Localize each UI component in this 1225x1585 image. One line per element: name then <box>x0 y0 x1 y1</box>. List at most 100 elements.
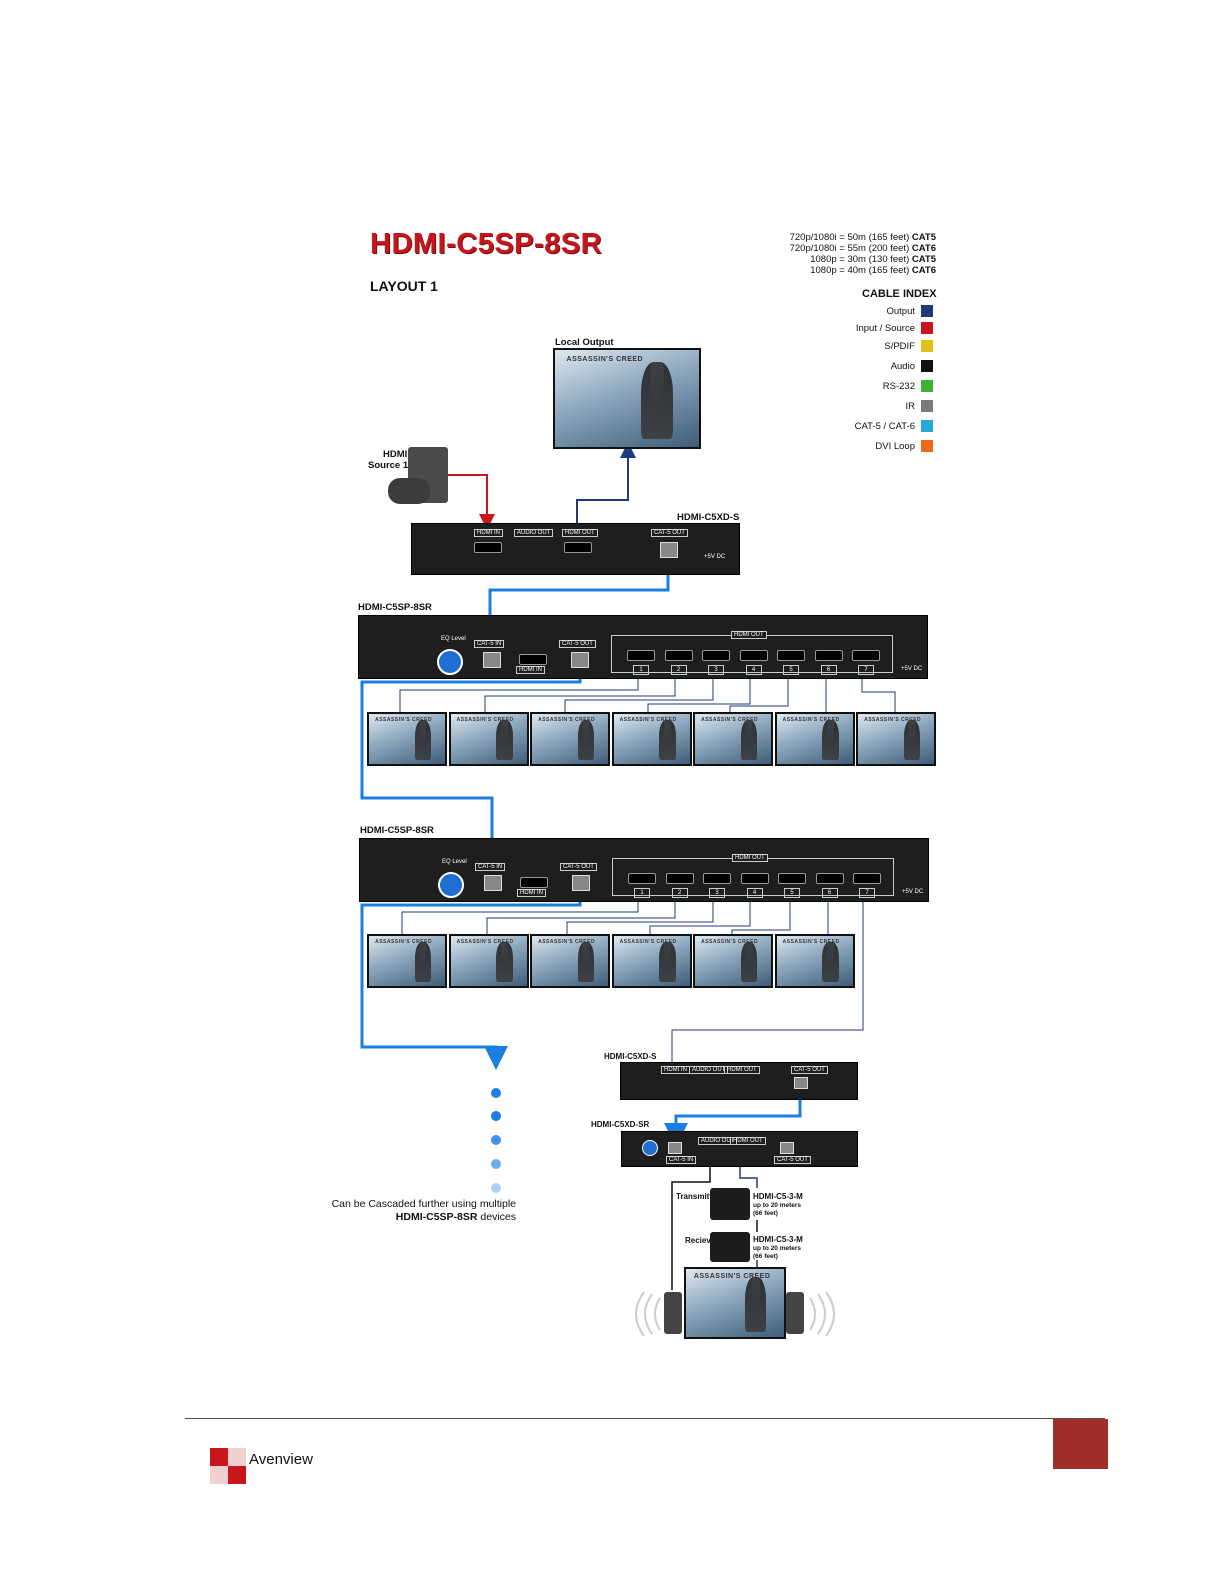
hdmi-out-port <box>740 873 769 884</box>
audio-out-label: AUDIO OUT <box>698 1137 738 1145</box>
output-tv: ASSASSIN'S CREED <box>774 934 855 988</box>
hdmi-in-label: HDMI IN <box>516 666 545 674</box>
tv-logo: ASSASSIN'S CREED <box>619 717 677 723</box>
cable-index-label: DVI Loop <box>875 441 915 452</box>
cat5-out-label: CAT-5 OUT <box>774 1156 811 1164</box>
rx-bottom-label: HDMI-C5XD-SR <box>591 1120 650 1129</box>
cat5-out-port <box>571 652 589 668</box>
dc-label: +5V DC <box>901 666 923 672</box>
tv-logo: ASSASSIN'S CREED <box>456 717 514 723</box>
rx-bottom-device: CAT-5 IN AUDIO OUT HDMI OUT CAT-5 OUT <box>621 1131 858 1167</box>
cable-color-swatch <box>921 305 933 317</box>
tx-bottom-label: HDMI-C5XD-S <box>604 1052 657 1061</box>
cable-index-item: Input / Source <box>820 322 933 336</box>
cascade-note: Can be Cascaded further using multiple H… <box>330 1198 516 1224</box>
cat5-out-port <box>572 875 590 891</box>
brand-name: Avenview <box>249 1451 313 1468</box>
hdmi-in-port <box>474 542 502 553</box>
output-tv: ASSASSIN'S CREED <box>856 712 936 766</box>
cascade-note-model: HDMI-C5SP-8SR <box>395 1211 478 1223</box>
tx-bottom-device: HDMI IN AUDIO OUT HDMI OUT CAT-5 OUT <box>620 1062 858 1100</box>
cat5-in-port <box>483 652 501 668</box>
extender-tx-model: HDMI-C5-3-M <box>753 1192 803 1201</box>
port-number: 6 <box>820 665 837 675</box>
cable-index-item: IR <box>820 400 933 414</box>
hdmi-out-port <box>778 873 806 884</box>
hdmi-out-label: HDMI OUT <box>730 1137 766 1145</box>
cable-color-swatch <box>921 400 933 412</box>
output-tv: ASSASSIN'S CREED <box>611 712 692 766</box>
audio-out-label: AUDIO OUT <box>689 1066 729 1074</box>
tv-logo: ASSASSIN'S CREED <box>701 717 759 723</box>
hdmi-out-port <box>664 650 693 661</box>
splitter1-label: HDMI-C5SP-8SR <box>358 602 432 613</box>
port-number: 1 <box>634 888 650 898</box>
cat5-in-port <box>668 1142 682 1154</box>
eq-level-label: EQ Level <box>442 859 467 865</box>
port-number: 5 <box>783 665 799 675</box>
tv-logo: ASSASSIN'S CREED <box>864 717 922 723</box>
output-tv: ASSASSIN'S CREED <box>367 934 447 988</box>
eq-knob[interactable] <box>438 872 464 898</box>
hdmi-out-port <box>702 650 730 661</box>
distance-line: 1080p = 30m (130 feet) CAT5 <box>810 254 936 265</box>
hdmi-out-port <box>739 650 768 661</box>
local-output-label: Local Output <box>555 337 614 348</box>
cable-color-swatch <box>921 380 933 392</box>
extender-rx-model: HDMI-C5-3-M <box>753 1235 803 1244</box>
distance-spec: 720p/1080i = 50m (165 feet) CAT5 720p/10… <box>790 232 936 276</box>
cat5-in-label: CAT-5 IN <box>666 1156 697 1164</box>
cat5-out-label: CAT-5 OUT <box>560 863 597 871</box>
cable-color-swatch <box>921 322 933 334</box>
cat5-in-label: CAT-5 IN <box>475 863 506 871</box>
output-tv: ASSASSIN'S CREED <box>774 712 855 766</box>
port-number: 3 <box>709 888 725 898</box>
tv-logo: ASSASSIN'S CREED <box>456 939 514 945</box>
tv-logo: ASSASSIN'S CREED <box>375 939 433 945</box>
output-tv: ASSASSIN'S CREED <box>367 712 447 766</box>
cable-color-swatch <box>921 360 933 372</box>
sound-waves-left-icon <box>635 1291 661 1337</box>
hdmi-out-port <box>564 542 592 553</box>
splitter1-device: EQ Level CAT-5 IN HDMI IN CAT-5 OUT HDMI… <box>358 615 928 679</box>
cable-index-item: CAT-5 / CAT-6 <box>820 420 933 434</box>
cat5-out-port <box>794 1077 808 1089</box>
cascade-note-line2: HDMI-C5SP-8SR devices <box>395 1211 516 1223</box>
cat5-out-port <box>660 542 678 558</box>
cascade-note-line1: Can be Cascaded further using multiple <box>331 1198 516 1210</box>
hdmi-out-label: HDMI OUT <box>731 631 767 639</box>
eq-knob[interactable] <box>437 649 463 675</box>
splitter2-label: HDMI-C5SP-8SR <box>360 825 434 836</box>
output-tv: ASSASSIN'S CREED <box>448 934 529 988</box>
audio-out-label: AUDIO OUT <box>514 529 554 537</box>
cable-index-label: Input / Source <box>855 323 915 334</box>
footer-divider <box>185 1418 1105 1419</box>
output-tv: ASSASSIN'S CREED <box>530 934 610 988</box>
hdmi-in-label: HDMI IN <box>517 889 546 897</box>
output-tv: ASSASSIN'S CREED <box>448 712 529 766</box>
extender-tx-range-feet: (66 feet) <box>753 1210 778 1217</box>
cable-index-item: Audio <box>820 360 933 374</box>
hdmi-out-port <box>852 650 880 661</box>
hdmi-in-label: HDMI IN <box>474 529 503 537</box>
eq-knob[interactable] <box>642 1140 658 1156</box>
cable-index-item: DVI Loop <box>820 440 933 454</box>
cable-index-label: Output <box>886 306 915 317</box>
cat5-in-label: CAT-5 IN <box>474 640 505 648</box>
hdmi-in-label: HDMI IN <box>661 1066 690 1074</box>
cable-index-item: RS-232 <box>820 380 933 394</box>
port-number: 4 <box>746 888 763 898</box>
hdmi-out-port <box>853 873 881 884</box>
cable-index-item: S/PDIF <box>820 340 933 354</box>
port-number: 2 <box>671 888 688 898</box>
source-label-line1: HDMI <box>383 449 408 460</box>
port-number: 2 <box>670 665 687 675</box>
cable-index-title: CABLE INDEX <box>862 288 937 300</box>
cat5-out-label: CAT-5 OUT <box>791 1066 828 1074</box>
dc-label: +5V DC <box>902 889 924 895</box>
tv-logo: ASSASSIN'S CREED <box>782 939 840 945</box>
cat5-in-port <box>484 875 502 891</box>
cable-index-label: Audio <box>890 361 915 372</box>
hdmi-out-port <box>814 650 843 661</box>
